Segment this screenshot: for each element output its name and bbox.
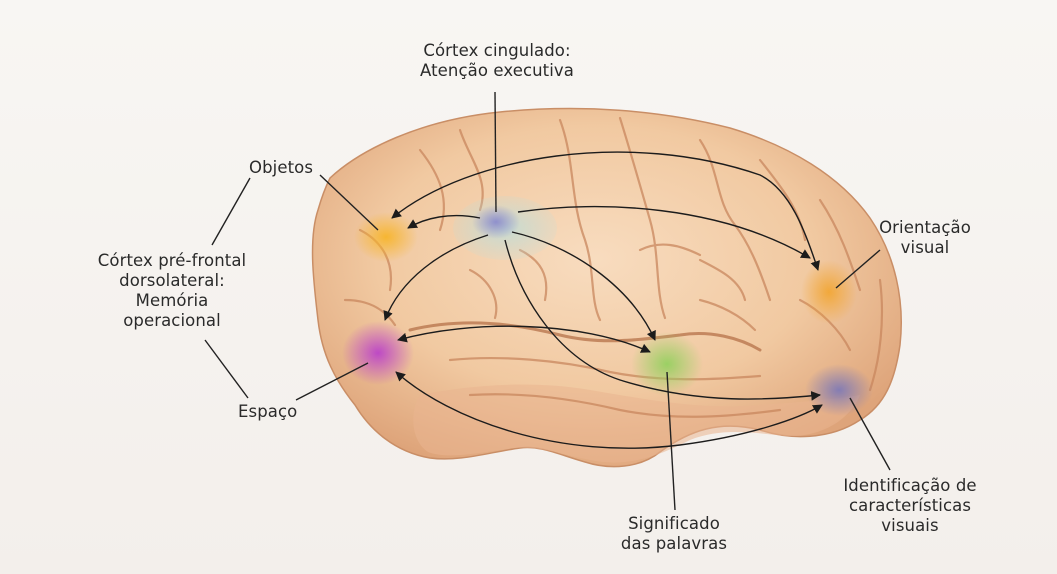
label-prefrontal-line2: dorsolateral: — [72, 271, 272, 291]
label-identification-line3: visuais — [820, 516, 1000, 536]
label-meaning: Significado das palavras — [604, 514, 744, 554]
label-space-text: Espaço — [238, 402, 297, 421]
leader-cingulate — [495, 92, 496, 212]
label-prefrontal: Córtex pré-frontal dorsolateral: Memória… — [72, 251, 272, 331]
label-identification-line1: Identificação de — [820, 476, 1000, 496]
label-cingulate-line1: Córtex cingulado: — [402, 41, 592, 61]
label-meaning-line2: das palavras — [604, 534, 744, 554]
label-meaning-line1: Significado — [604, 514, 744, 534]
orientation-spot — [801, 260, 857, 324]
label-prefrontal-line4: operacional — [72, 311, 272, 331]
label-cingulate: Córtex cingulado: Atenção executiva — [402, 41, 592, 81]
label-objects-text: Objetos — [249, 158, 313, 177]
label-orientation-line2: visual — [860, 238, 990, 258]
label-objects: Objetos — [249, 158, 313, 178]
leader-prefrontal-up — [212, 178, 250, 245]
label-orientation-line1: Orientação — [860, 218, 990, 238]
label-identification: Identificação de características visuais — [820, 476, 1000, 536]
leader-prefrontal-down — [205, 340, 248, 398]
label-identification-line2: características — [820, 496, 1000, 516]
label-space: Espaço — [238, 402, 297, 422]
objects-spot — [354, 212, 418, 262]
label-prefrontal-line1: Córtex pré-frontal — [72, 251, 272, 271]
label-cingulate-line2: Atenção executiva — [402, 61, 592, 81]
label-prefrontal-line3: Memória — [72, 291, 272, 311]
label-orientation: Orientação visual — [860, 218, 990, 258]
space-spot — [342, 321, 414, 385]
